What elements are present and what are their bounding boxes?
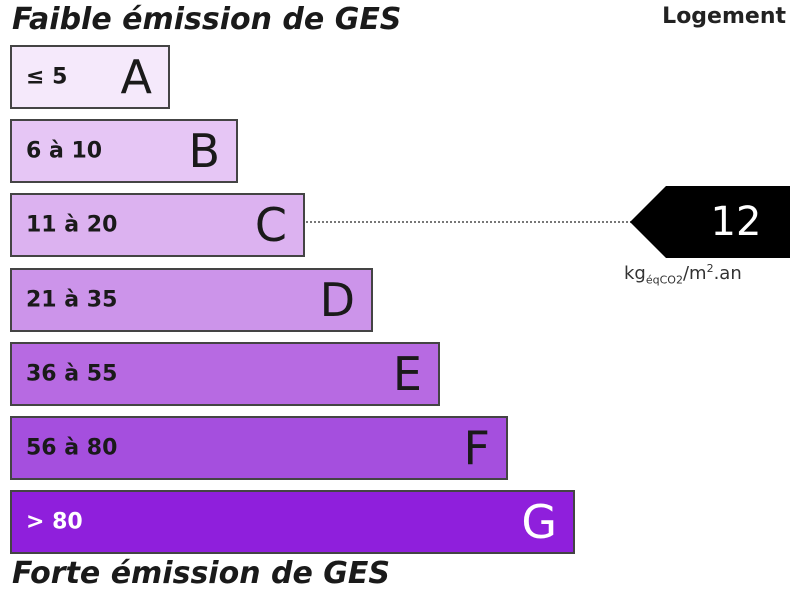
unit-superscript: 2 — [706, 262, 714, 275]
unit-suffix: .an — [713, 263, 742, 284]
unit-prefix: kg — [624, 263, 646, 284]
chart-title-top: Faible émission de GES — [12, 2, 402, 37]
unit-mid: /m — [682, 263, 707, 284]
ges-bar-letter-f: F — [463, 421, 490, 475]
ges-bar-letter-e: E — [392, 347, 422, 401]
arrow-marker-icon — [630, 186, 790, 258]
ges-bar-range-g: > 80 — [26, 509, 83, 535]
ges-bar-range-f: 56 à 80 — [26, 435, 118, 461]
ges-bar-range-c: 11 à 20 — [26, 212, 118, 238]
ges-bar-range-b: 6 à 10 — [26, 138, 103, 164]
current-value-marker: 12 — [630, 186, 790, 258]
ges-bar-d: 21 à 35 D — [10, 268, 373, 332]
ges-bar-f: 56 à 80 F — [10, 416, 508, 480]
ges-bar-c: 11 à 20 C — [10, 193, 305, 257]
ges-bar-range-d: 21 à 35 — [26, 287, 118, 313]
ges-bar-e: 36 à 55 E — [10, 342, 440, 406]
ges-bar-range-e: 36 à 55 — [26, 361, 118, 387]
unit-label: kgéqCO2/m2.an — [624, 262, 742, 287]
chart-title-bottom: Forte émission de GES — [12, 556, 390, 591]
category-label: Logement — [662, 4, 786, 29]
ges-bar-a: ≤ 5 A — [10, 45, 170, 109]
ges-bar-letter-a: A — [120, 50, 152, 104]
ges-bar-letter-b: B — [188, 124, 220, 178]
ges-bar-letter-c: C — [254, 198, 287, 252]
ges-bar-b: 6 à 10 B — [10, 119, 238, 183]
ges-bar-range-a: ≤ 5 — [26, 64, 68, 90]
ges-bar-letter-d: D — [319, 273, 355, 327]
ges-bar-g: > 80 G — [10, 490, 575, 554]
current-value: 12 — [710, 199, 762, 245]
ges-bar-letter-g: G — [521, 495, 557, 549]
value-leader-line — [306, 221, 636, 223]
unit-subscript: éqCO2 — [645, 273, 683, 287]
